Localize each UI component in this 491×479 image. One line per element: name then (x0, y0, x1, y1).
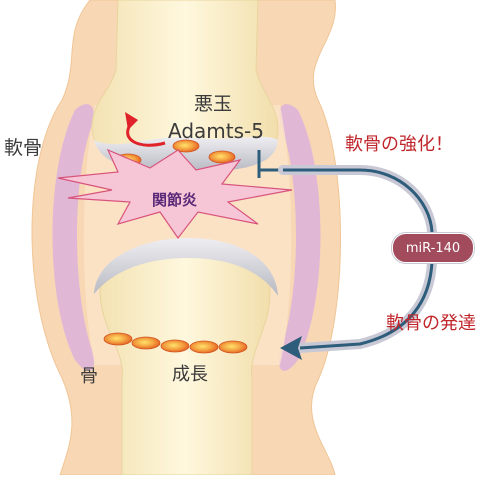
growth-cell (161, 340, 189, 352)
growth-cell (104, 333, 132, 345)
lower-bone (100, 245, 270, 475)
growth-label: 成長 (172, 366, 208, 384)
growth-cell (132, 337, 160, 349)
bone-label: 骨 (80, 368, 98, 386)
mirna-label: miR-140 (406, 241, 460, 256)
upper-cell (209, 151, 235, 163)
cartilage-label: 軟骨 (4, 139, 42, 158)
develop-label: 軟骨の発達 (386, 315, 476, 333)
adamts5-label: Adamts-5 (168, 121, 264, 141)
growth-cell (219, 341, 247, 353)
arthritis-label: 関節炎 (152, 193, 197, 208)
strengthen-label: 軟骨の強化！ (345, 136, 453, 154)
villain-label: 悪玉 (194, 95, 232, 114)
growth-cell (190, 341, 218, 353)
mirna-badge: miR-140 (392, 233, 474, 263)
